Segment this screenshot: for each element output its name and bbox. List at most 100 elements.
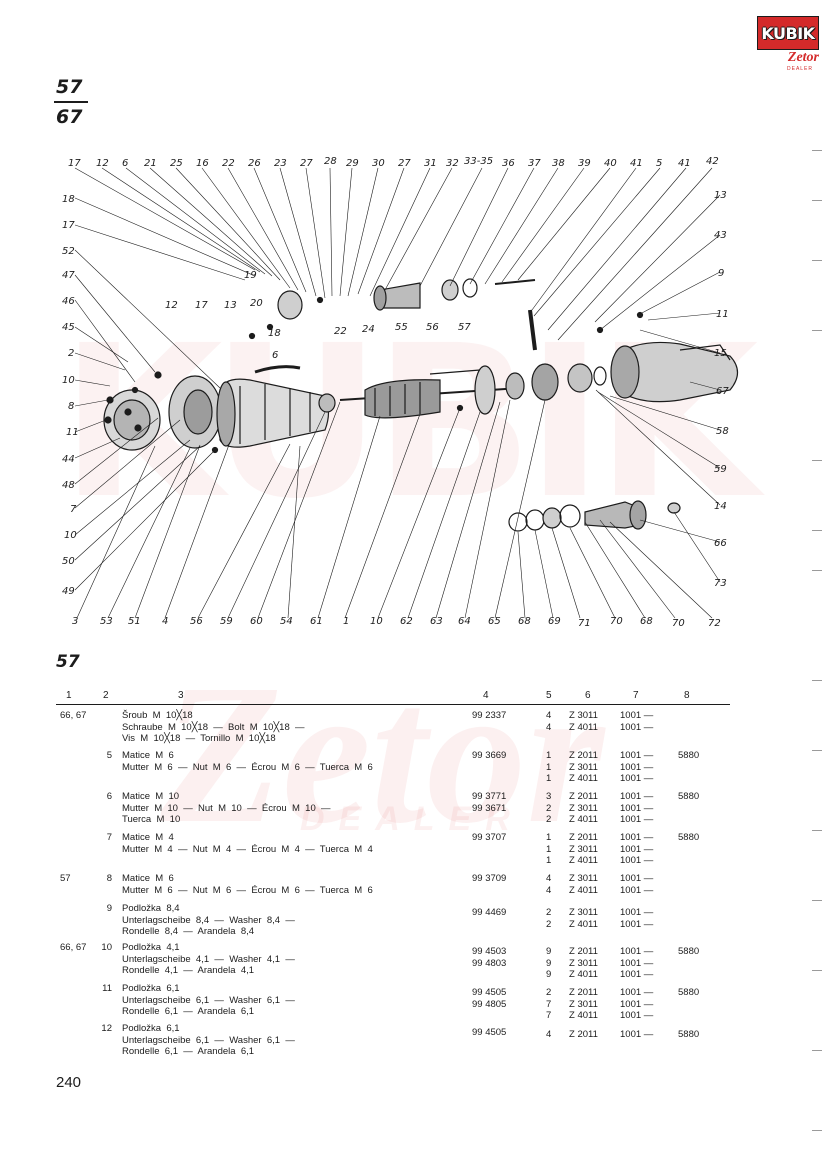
brush-holder-part [168,375,222,449]
callout: 70 [672,618,685,629]
callout: 68 [518,616,531,627]
callout: 49 [62,586,75,597]
brand-logo: KUBIK Zetor DEALER [757,16,819,74]
callout: 66 [714,538,727,549]
callout: 15 [714,348,727,359]
callout: 9 [718,268,724,279]
callout: 1 [343,616,349,627]
leader-lines [74,167,721,619]
watermark-sub: Zetor [160,644,605,865]
callout: 14 [714,501,727,512]
column-header: 2 [103,690,109,701]
callout: 36 [502,158,515,169]
callout: 68 [640,616,653,627]
callout: 27 [398,158,411,169]
page-ref-bottom: 67 [56,106,83,128]
callout: 56 [426,322,439,333]
callout: 22 [222,158,235,169]
callout: 12 [165,300,178,311]
callout: 64 [458,616,471,627]
section-number: 57 [56,652,80,672]
callout: 73 [714,578,727,589]
callout: 38 [552,158,565,169]
callout: 6 [122,158,128,169]
gear-assembly-part [508,500,681,532]
page-number: 240 [56,1074,82,1091]
brand-logo-dealer: DEALER [787,66,814,72]
callout: 47 [62,270,75,281]
callout: 70 [610,616,623,627]
callout: 61 [310,616,323,627]
callout: 56 [190,616,203,627]
callout: 55 [395,322,408,333]
column-header: 7 [633,690,639,701]
callout: 26 [248,158,261,169]
column-header: 5 [546,690,552,701]
callout: 46 [62,296,75,307]
callout: 40 [604,158,617,169]
callout: 33-35 [464,156,493,167]
page-ref-top: 57 [56,76,83,98]
callout: 29 [346,158,359,169]
solenoid-part [277,278,536,320]
diagram-parts [103,278,739,532]
callout: 3 [72,616,78,627]
callout: 27 [300,158,313,169]
callout: 53 [100,616,113,627]
callout: 32 [446,158,459,169]
callout: 17 [68,158,81,169]
column-header: 4 [483,690,489,701]
callout: 65 [488,616,501,627]
callout: 11 [716,309,729,320]
armature-part [339,365,521,419]
callout: 18 [62,194,75,205]
callout: 48 [62,480,75,491]
brand-logo-word: KUBIK [761,23,815,43]
callout: 30 [372,158,385,169]
bushing-part [318,393,336,413]
header-rule [56,704,730,705]
callout: 51 [128,616,141,627]
callout: 28 [324,156,337,167]
callout: 20 [250,298,263,309]
callout: 41 [630,158,643,169]
callouts-top: 17 12 6 21 25 16 22 26 23 27 28 29 30 27… [68,156,719,169]
callout: 44 [62,454,75,465]
callout: 17 [195,300,208,311]
callouts-inner: 12 17 13 20 19 18 6 22 24 55 56 57 [165,270,471,361]
callout: 11 [66,427,79,438]
brand-logo-box: KUBIK [757,16,819,50]
callout: 23 [274,158,287,169]
callout: 13 [714,190,727,201]
callout: 22 [334,326,347,337]
callout: 7 [70,504,77,515]
callout: 6 [272,350,278,361]
field-strap-part [254,365,301,374]
watermark-dealer: DEALER [300,800,524,838]
exploded-diagram: 17 12 6 21 25 16 22 26 23 27 28 29 30 27… [62,156,739,629]
callout: 54 [280,616,293,627]
callouts-right: 13 43 9 11 15 67 58 59 14 66 73 [714,190,729,589]
column-header: 1 [66,690,72,701]
callout: 19 [244,270,257,281]
callout: 17 [62,220,75,231]
callout: 31 [424,158,437,169]
callout: 41 [678,158,691,169]
callout: 67 [716,386,729,397]
callout: 59 [220,616,233,627]
callout: 4 [162,616,168,627]
callout: 16 [196,158,209,169]
callout: 58 [716,426,729,437]
brand-logo-subtitle: Zetor [787,50,819,65]
callout: 57 [458,322,471,333]
callout: 52 [62,246,75,257]
callout: 45 [62,322,75,333]
callout: 10 [370,616,383,627]
callout: 8 [68,401,74,412]
callout: 10 [64,530,77,541]
callout: 10 [62,375,75,386]
callout: 37 [528,158,541,169]
page-ref-divider [54,101,88,103]
callout: 39 [578,158,591,169]
callout: 63 [430,616,443,627]
